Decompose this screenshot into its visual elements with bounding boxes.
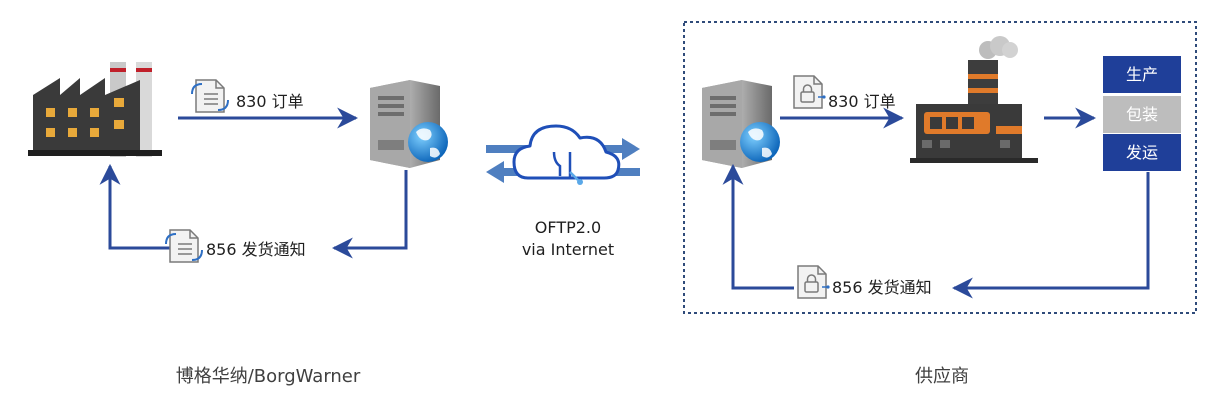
supplier-boundary bbox=[683, 21, 1197, 314]
factory-icon bbox=[28, 62, 162, 157]
globe-icon bbox=[408, 122, 448, 162]
bw-notice-arrow-right bbox=[331, 170, 408, 259]
step-shipping: 发运 bbox=[1103, 134, 1181, 171]
sup-ship-notice-label: 856 发货通知 bbox=[832, 278, 932, 297]
locked-document-icon bbox=[797, 265, 830, 299]
bw-notice-arrow-left bbox=[99, 163, 172, 250]
cloud-network-icon bbox=[512, 124, 621, 185]
bw-order-label: 830 订单 bbox=[236, 92, 304, 111]
supplier-org-label: 供应商 bbox=[915, 366, 969, 387]
step-production: 生产 bbox=[1103, 56, 1181, 93]
globe-icon bbox=[740, 122, 780, 162]
sup-order-label: 830 订单 bbox=[828, 92, 896, 111]
borgwarner-org-label: 博格华纳/BorgWarner bbox=[175, 366, 361, 387]
locked-document-icon bbox=[793, 75, 826, 109]
step-packaging: 包装 bbox=[1103, 96, 1181, 133]
document-icon bbox=[191, 79, 229, 113]
bw-ship-notice-label: 856 发货通知 bbox=[206, 240, 306, 259]
transport-label: via Internet bbox=[521, 240, 615, 259]
supplier-factory-icon bbox=[910, 36, 1038, 163]
protocol-label: OFTP2.0 bbox=[534, 218, 602, 237]
sup-notice-arrow-up bbox=[722, 163, 794, 290]
sup-notice-arrow bbox=[951, 172, 1150, 299]
document-icon bbox=[165, 229, 203, 263]
